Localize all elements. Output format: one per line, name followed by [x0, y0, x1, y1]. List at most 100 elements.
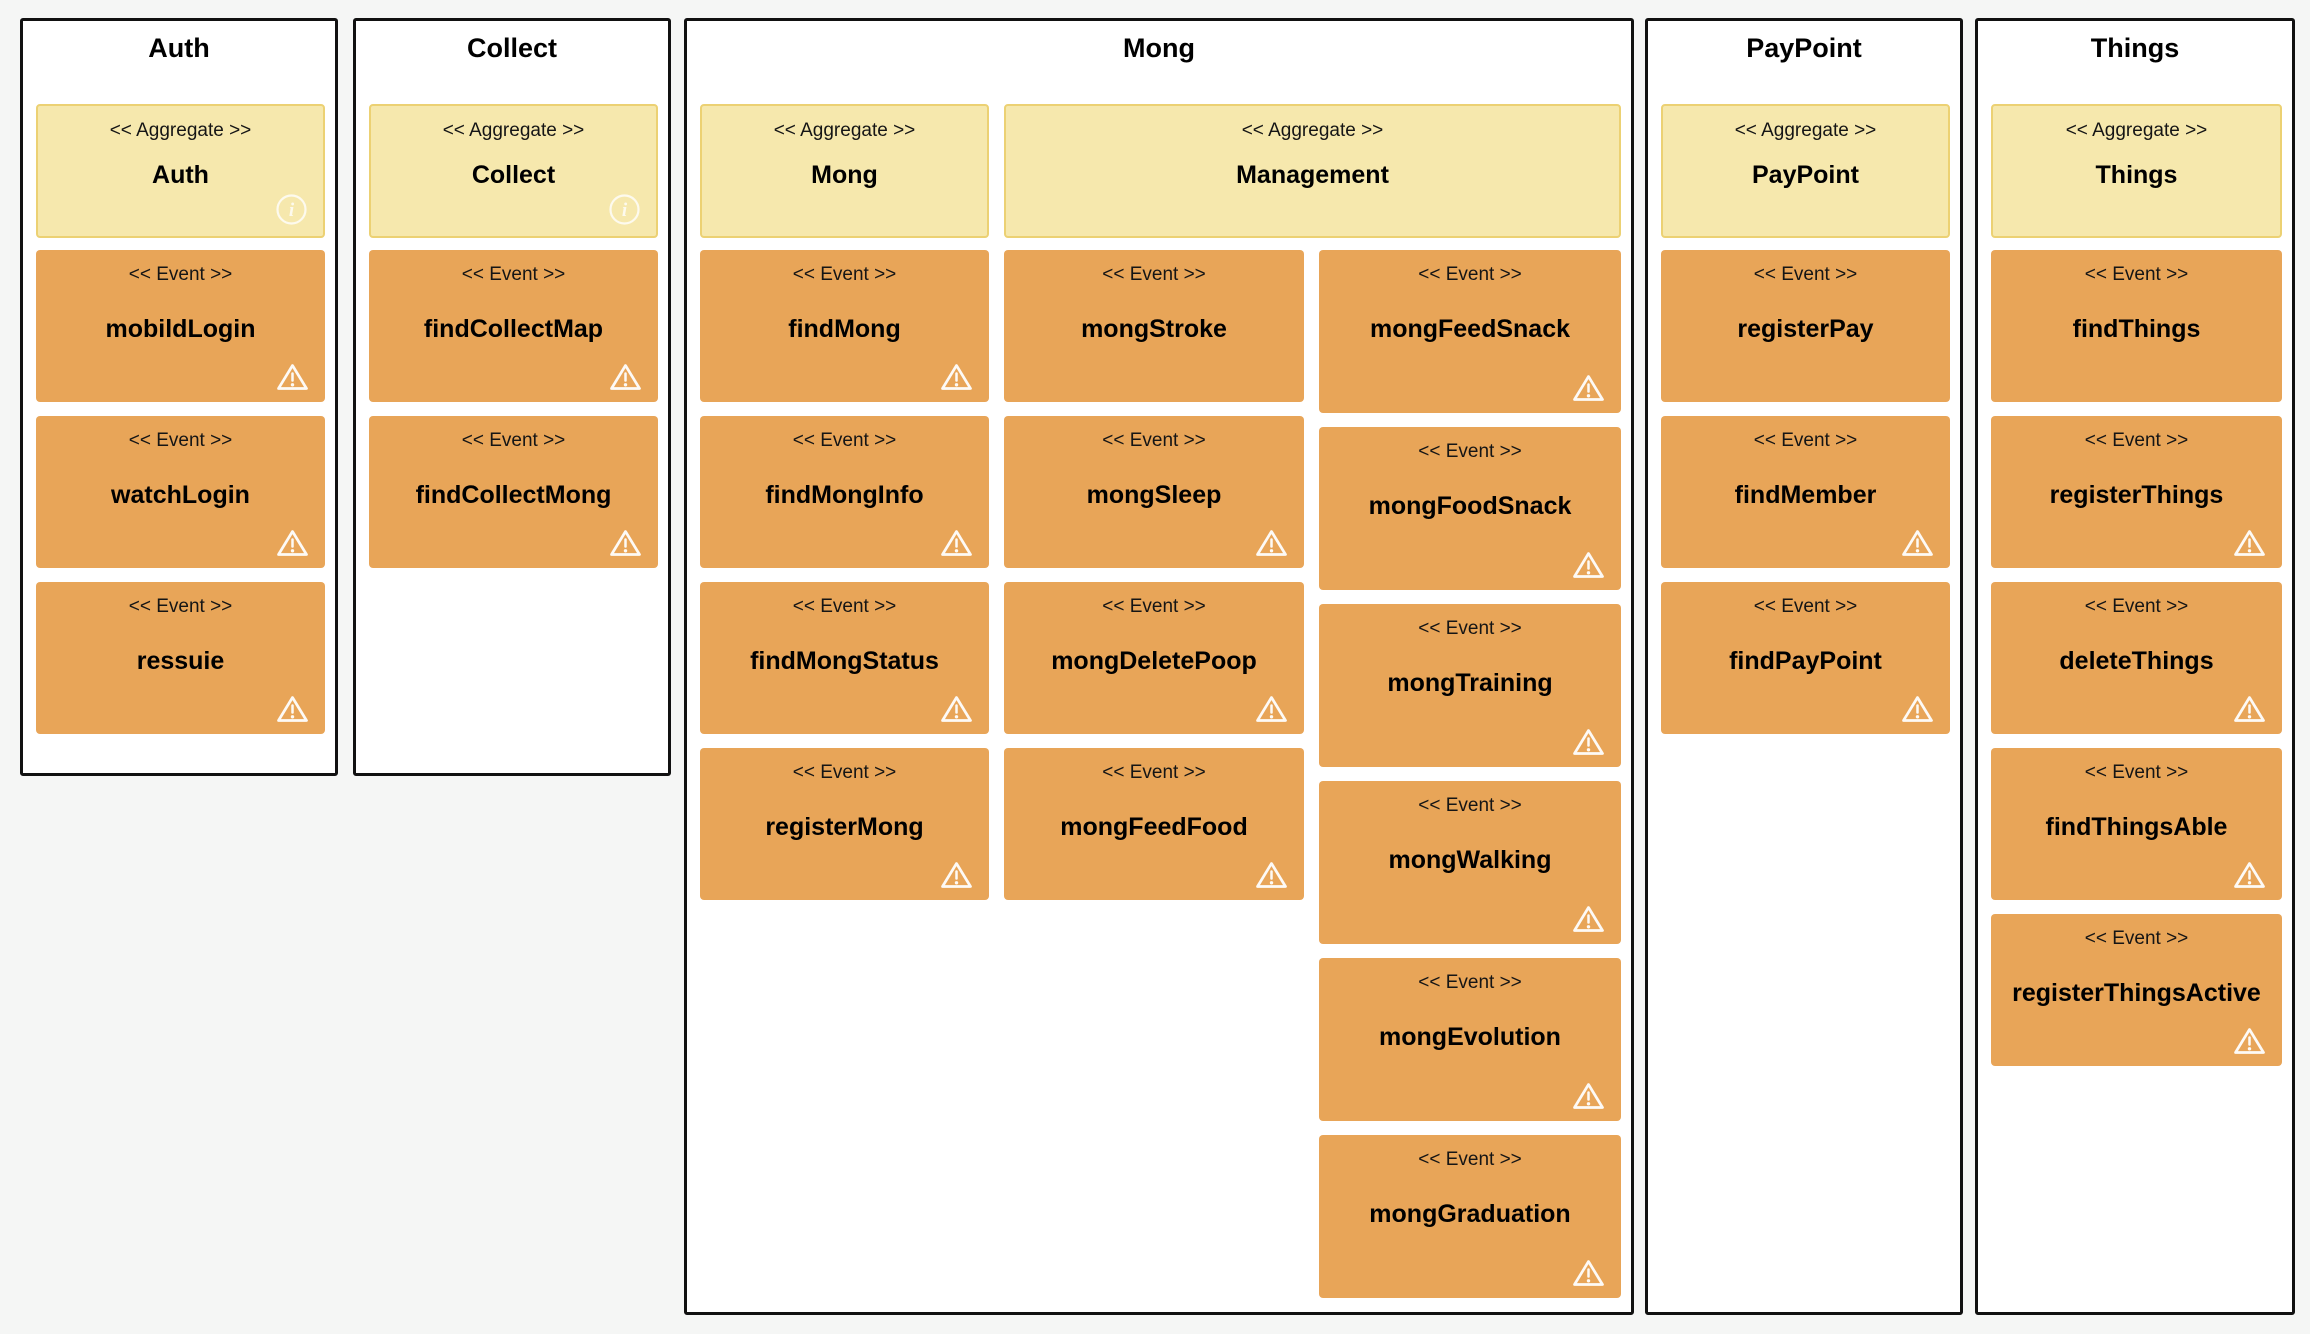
event-stereotype-label: << Event >> [128, 264, 233, 285]
event-card[interactable]: << Event >>findCollectMap [369, 250, 658, 402]
warning-icon [1571, 550, 1606, 580]
aggregate-card[interactable]: << Aggregate >> Mong [700, 104, 989, 238]
event-name: mongWalking [1388, 846, 1552, 874]
event-card[interactable]: << Event >> mobildLogin [36, 250, 325, 402]
event-name: findMongInfo [765, 481, 924, 509]
event-card[interactable]: << Event >>registerThingsActive [1991, 914, 2282, 1066]
event-column: << Event >> mobildLogin << Event >> watchLo… [36, 250, 325, 734]
aggregate-name: Mong [811, 161, 878, 189]
warning-icon [1571, 1258, 1606, 1288]
warning-icon [1571, 727, 1606, 757]
event-stereotype-label: << Event >> [2084, 264, 2189, 285]
event-card[interactable]: << Event >>mongEvolution [1319, 958, 1621, 1121]
warning-icon [275, 694, 310, 724]
event-stereotype-label: << Event >> [1418, 264, 1522, 285]
event-card[interactable]: << Event >>mongDeletePoop [1004, 582, 1304, 734]
event-card[interactable]: << Event >>mongFeedFood [1004, 748, 1304, 900]
warning-icon [1900, 694, 1935, 724]
event-card[interactable]: << Event >> watchLogin [36, 416, 325, 568]
event-column: << Event >>registerPay<< Event >>findMem… [1661, 250, 1950, 734]
event-stereotype-label: << Event >> [1418, 441, 1522, 462]
event-name: registerMong [765, 813, 924, 841]
aggregate-stereotype-label: << Aggregate >> [773, 120, 916, 141]
event-card[interactable]: << Event >> findCollectMong [369, 416, 658, 568]
event-name: mongFoodSnack [1368, 492, 1572, 520]
event-card[interactable]: << Event >> mongFeedSnack [1319, 250, 1621, 413]
event-card[interactable]: << Event >> findMongStatus [700, 582, 989, 734]
event-stereotype-label: << Event >> [1102, 264, 1206, 285]
event-card[interactable]: << Event >>mongTraining [1319, 604, 1621, 767]
warning-icon [939, 860, 974, 890]
warning-icon [2232, 860, 2267, 890]
event-stereotype-label: << Event >> [1418, 795, 1522, 816]
event-card[interactable]: << Event >> deleteThings [1991, 582, 2282, 734]
event-card[interactable]: << Event >>findMong [700, 250, 989, 402]
warning-icon [1254, 694, 1289, 724]
event-name: registerThings [2049, 481, 2224, 509]
aggregate-card[interactable]: << Aggregate >>Management [1004, 104, 1621, 238]
event-card[interactable]: << Event >>mongSleep [1004, 416, 1304, 568]
event-stereotype-label: << Event >> [128, 596, 233, 617]
event-card[interactable]: << Event >> findMongInfo [700, 416, 989, 568]
event-name: findCollectMong [415, 481, 612, 509]
event-name: mobildLogin [105, 315, 256, 343]
event-name: findMongStatus [750, 647, 939, 675]
event-name: findMember [1734, 481, 1877, 509]
event-card[interactable]: << Event >>findPayPoint [1661, 582, 1950, 734]
event-name: mongEvolution [1379, 1023, 1561, 1051]
aggregate-card[interactable]: << Aggregate >>PayPoint [1661, 104, 1950, 238]
event-card[interactable]: << Event >>mongGraduation [1319, 1135, 1621, 1298]
warning-icon [1900, 528, 1935, 558]
event-stereotype-label: << Event >> [2084, 596, 2189, 617]
event-name: findMong [788, 315, 901, 343]
event-card[interactable]: << Event >> mongFoodSnack [1319, 427, 1621, 590]
section-title: Collect [466, 33, 558, 63]
event-stereotype-label: << Event >> [1418, 1149, 1522, 1170]
aggregate-name: Collect [471, 161, 556, 189]
event-stereotype-label: << Event >> [461, 264, 566, 285]
event-card[interactable]: << Event >>findMember [1661, 416, 1950, 568]
event-card[interactable]: << Event >>registerPay [1661, 250, 1950, 402]
event-name: mongFeedSnack [1369, 315, 1571, 343]
event-stereotype-label: << Event >> [2084, 928, 2189, 949]
event-column: << Event >>findThings<< Event >>register… [1991, 250, 2282, 1066]
warning-icon [608, 362, 643, 392]
event-stereotype-label: << Event >> [792, 596, 897, 617]
aggregate-card[interactable]: << Aggregate >>Things [1991, 104, 2282, 238]
warning-icon [1571, 904, 1606, 934]
event-stereotype-label: << Event >> [792, 430, 897, 451]
event-stereotype-label: << Event >> [128, 430, 233, 451]
event-card[interactable]: << Event >> mongWalking [1319, 781, 1621, 944]
info-icon: i [608, 193, 641, 226]
aggregate-name: Management [1236, 161, 1389, 189]
event-card[interactable]: << Event >>findThingsAble [1991, 748, 2282, 900]
event-name: mongFeedFood [1060, 813, 1248, 841]
event-name: deleteThings [2059, 647, 2214, 675]
event-card[interactable]: << Event >>registerMong [700, 748, 989, 900]
aggregate-stereotype-label: << Aggregate >> [109, 120, 252, 141]
warning-icon [275, 362, 310, 392]
warning-icon [608, 528, 643, 558]
warning-icon [1571, 1081, 1606, 1111]
bounded-context-paypoint[interactable]: PayPoint<< Aggregate >>PayPoint<< Event … [1645, 18, 1963, 1315]
event-column: << Event >>findCollectMap<< Event >>find… [369, 250, 658, 568]
event-card[interactable]: << Event >>ressuie [36, 582, 325, 734]
event-column: << Event >>mongStroke<< Event >>mongSlee… [1004, 250, 1304, 900]
section-title: PayPoint [1746, 33, 1862, 63]
svg-text:i: i [622, 200, 628, 221]
event-name: watchLogin [111, 481, 250, 509]
event-card[interactable]: << Event >>mongStroke [1004, 250, 1304, 402]
warning-icon [2232, 1026, 2267, 1056]
event-card[interactable]: << Event >>registerThings [1991, 416, 2282, 568]
event-card[interactable]: << Event >>findThings [1991, 250, 2282, 402]
bounded-context-mong[interactable]: Mong << Aggregate >> Mong << Aggregate >>Ma… [684, 18, 1634, 1315]
event-name: findPayPoint [1729, 647, 1882, 675]
bounded-context-things[interactable]: Things<< Aggregate >>Things<< Event >>fi… [1975, 18, 2295, 1315]
event-stereotype-label: << Event >> [461, 430, 566, 451]
section-title: Mong [1123, 33, 1195, 63]
